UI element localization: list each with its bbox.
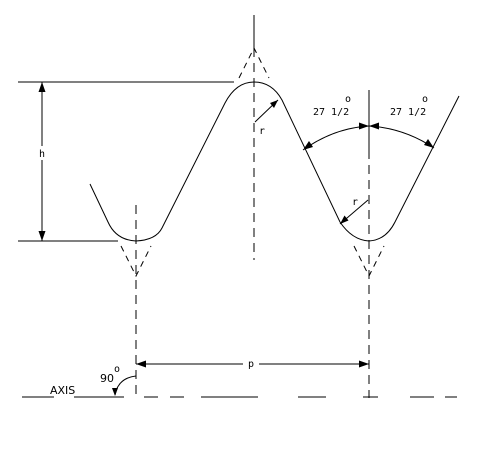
right-arc-arrow-flank (424, 139, 434, 148)
height-arrow-top (38, 82, 46, 92)
right-angle-arrow (112, 388, 118, 396)
left-angle-label: 27 1/2 (313, 107, 349, 118)
right-angle-label: 27 1/2 (390, 107, 426, 118)
right-arc-arrow-axis (369, 122, 379, 130)
right-angle-arc (114, 375, 137, 396)
right-angle-label: 90 (100, 372, 114, 385)
left-flank-angle-arc (302, 125, 370, 151)
left-root-construction-lines (120, 245, 152, 278)
crest-radius-label: r (259, 126, 265, 137)
pitch-arrow-left (136, 360, 146, 368)
crest-radius-arrow (270, 100, 278, 108)
left-arc-arrow-axis (359, 122, 369, 130)
root-radius-arrow (340, 215, 349, 224)
height-label: h (39, 149, 45, 160)
axis-label: AXIS (50, 384, 75, 397)
height-arrow-bottom (38, 231, 46, 241)
pitch-arrow-right (359, 360, 369, 368)
pitch-label: p (248, 359, 254, 370)
left-angle-degree-mark: o (345, 94, 351, 105)
root-radius-label: r (352, 197, 358, 208)
right-angle-degree-mark: o (114, 364, 120, 375)
right-angle-degree-mark: o (422, 94, 428, 105)
left-arc-arrow-flank (303, 141, 313, 150)
